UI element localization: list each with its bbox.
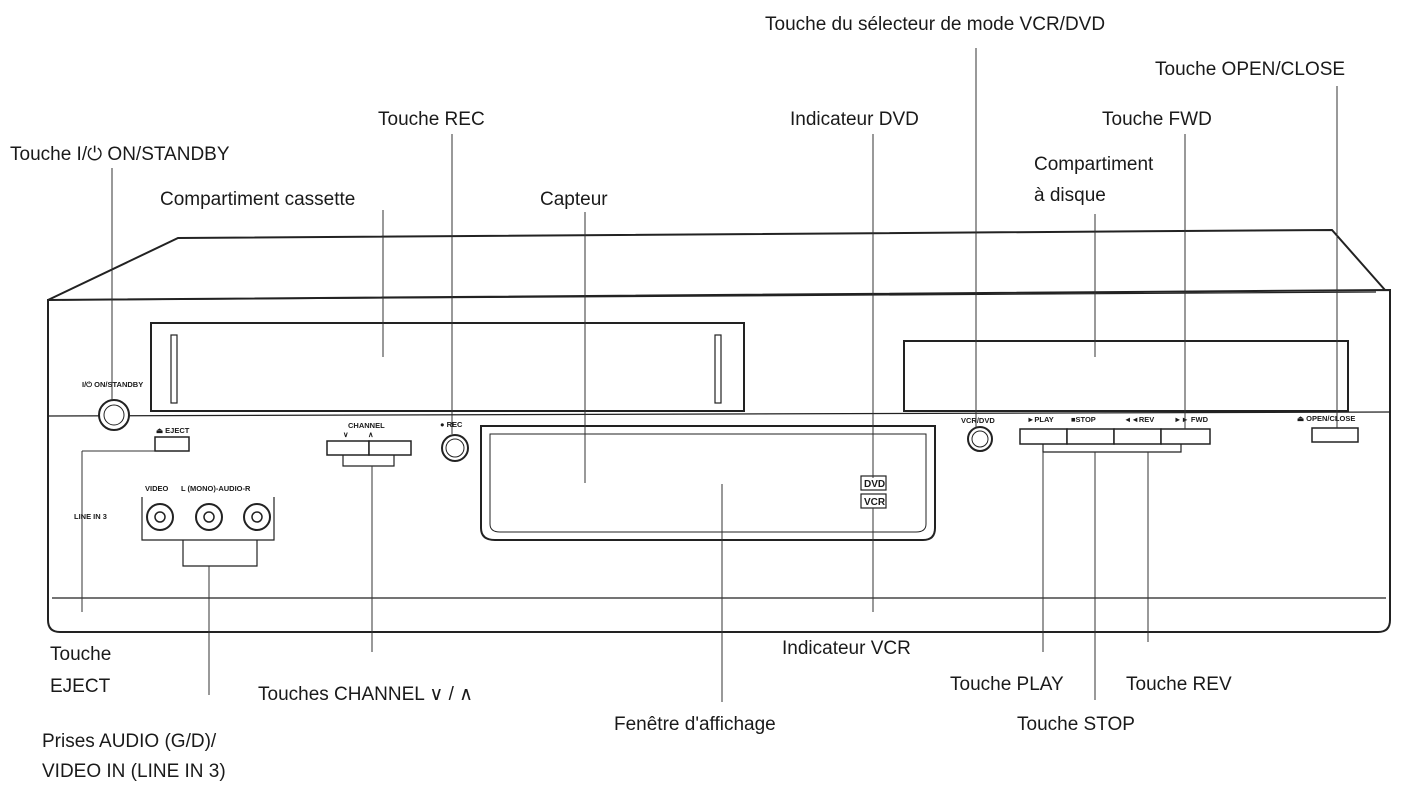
label-cassette-compartment: Compartiment cassette (160, 189, 355, 210)
label-fwd-button: Touche FWD (1102, 109, 1212, 130)
panel-label-on-standby: I/⏻ ON/STANDBY (82, 380, 143, 389)
callout-labels: Touche I/⏻ ON/STANDBY Compartiment casse… (10, 14, 1345, 782)
label-channel-buttons: Touches CHANNEL ∨ / ∧ (258, 684, 473, 705)
fwd-button[interactable] (1160, 428, 1211, 445)
label-open-close: Touche OPEN/CLOSE (1155, 59, 1345, 80)
panel-label-vcr-dvd: VCR/DVD (961, 416, 995, 425)
label-sensor: Capteur (540, 189, 608, 210)
on-standby-button-inner (103, 404, 125, 426)
audio-right-jack[interactable] (243, 503, 271, 531)
audio-left-jack[interactable] (195, 503, 223, 531)
panel-label-line-in: LINE IN 3 (74, 512, 107, 521)
open-close-button[interactable] (1311, 427, 1359, 443)
label-on-standby: Touche I/⏻ ON/STANDBY (10, 144, 230, 165)
label-eject-line2: EJECT (50, 676, 111, 697)
channel-down-button[interactable] (326, 440, 370, 456)
vcr-indicator-text: VCR (864, 497, 886, 508)
vcr-indicator: VCR (860, 493, 887, 509)
cassette-compartment (150, 322, 745, 412)
label-mode-selector: Touche du sélecteur de mode VCR/DVD (765, 14, 1105, 35)
panel-label-rev: ◄◄REV (1124, 415, 1154, 424)
label-audio-jacks-line1: Prises AUDIO (G/D)/ (42, 731, 217, 752)
label-disc-compartment-line2: à disque (1034, 185, 1106, 206)
on-standby-button[interactable] (98, 399, 130, 431)
av-input-jacks: VIDEO L (MONO)-AUDIO-R LINE IN 3 (74, 484, 275, 567)
transport-controls: ►PLAY ■STOP ◄◄REV ►► FWD (1019, 415, 1211, 453)
panel-label-channel-up: ∧ (368, 430, 374, 439)
play-button[interactable] (1019, 428, 1068, 445)
label-rev-button: Touche REV (1126, 674, 1232, 695)
stop-button[interactable] (1066, 428, 1115, 445)
panel-label-audio: L (MONO)-AUDIO-R (181, 484, 251, 493)
panel-label-fwd: ►► FWD (1174, 415, 1209, 424)
panel-label-channel-down: ∨ (343, 430, 349, 439)
panel-label-play: ►PLAY (1027, 415, 1054, 424)
panel-label-eject: ⏏ EJECT (156, 426, 190, 435)
dvd-indicator-text: DVD (864, 479, 885, 490)
display-window (480, 425, 936, 541)
label-rec-button: Touche REC (378, 109, 485, 130)
label-stop-button: Touche STOP (1017, 714, 1135, 735)
channel-up-button[interactable] (368, 440, 412, 456)
label-play-button: Touche PLAY (950, 674, 1064, 695)
dvd-indicator: DVD (860, 475, 887, 491)
device-body (47, 228, 1391, 633)
label-eject-line1: Touche (50, 644, 111, 665)
panel-label-stop: ■STOP (1071, 415, 1096, 424)
leader-lines (81, 48, 1338, 702)
panel-label-channel: CHANNEL (348, 421, 385, 430)
channel-buttons: CHANNEL ∨ ∧ (326, 421, 412, 467)
label-vcr-indicator: Indicateur VCR (782, 638, 911, 659)
label-dvd-indicator: Indicateur DVD (790, 109, 919, 130)
video-jack[interactable] (146, 503, 174, 531)
eject-button[interactable] (154, 436, 190, 452)
label-disc-compartment-line1: Compartiment (1034, 154, 1154, 175)
label-audio-jacks-line2: VIDEO IN (LINE IN 3) (42, 761, 226, 782)
disc-compartment (903, 340, 1349, 412)
rev-button[interactable] (1113, 428, 1162, 445)
label-display-window: Fenêtre d'affichage (614, 714, 776, 735)
panel-label-open-close: ⏏ OPEN/CLOSE (1297, 414, 1355, 423)
panel-label-video: VIDEO (145, 484, 169, 493)
